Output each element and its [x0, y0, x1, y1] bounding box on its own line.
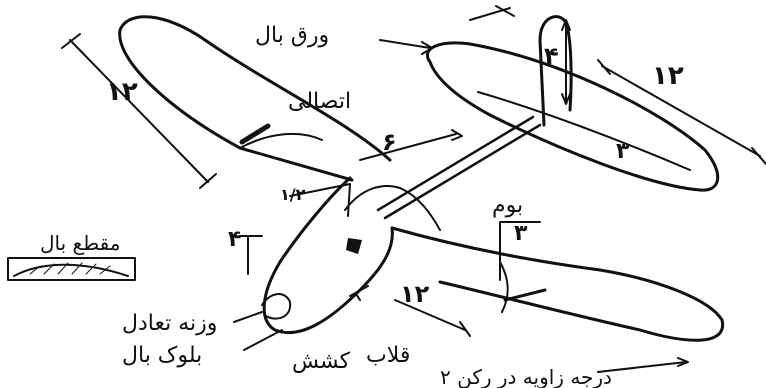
dim-label-nose-length: ۱۲ — [400, 280, 430, 308]
leader-wing-block — [243, 329, 283, 351]
left-wing-joint-bar — [239, 123, 271, 145]
nose-weight — [346, 238, 362, 254]
right-wing-tip-joint — [503, 288, 547, 302]
fin-height-arrow — [561, 19, 571, 105]
left-wing-join-curve — [239, 132, 323, 149]
wing-section-box — [7, 257, 136, 281]
label-joint: اتصالی — [288, 89, 351, 114]
label-wing-block: بلوک بال — [122, 343, 202, 368]
label-elastic: کشش — [292, 349, 351, 374]
dim-label-wing-half-span: ۱۲ — [106, 77, 138, 107]
dim-center-span — [359, 129, 463, 161]
boom — [376, 115, 542, 220]
dim-dihedral — [289, 183, 351, 217]
label-hook: قلاب — [366, 343, 410, 368]
fuselage-outline — [262, 176, 394, 335]
dim-tailplane-span — [597, 59, 766, 165]
tailplane-inner — [477, 91, 691, 171]
dim-root-chord — [239, 235, 263, 275]
fin-outline — [538, 15, 573, 127]
dim-nose-length — [394, 299, 471, 337]
dim-fin-top — [469, 5, 515, 21]
dim-label-center-span: ۶ — [382, 128, 397, 156]
label-incidence: ۲ درجه زاویه در رکن — [440, 365, 612, 388]
dim-label-tail-chord: ۳ — [616, 139, 630, 164]
leader-wing-sheet — [379, 39, 433, 55]
leader-balance-weight — [233, 311, 263, 323]
hook-mark — [349, 285, 369, 301]
label-balance-weight: وزنه تعادل — [122, 311, 217, 336]
wing-section-hatch — [29, 262, 111, 275]
tailplane-outline — [426, 41, 720, 192]
right-wing-tip-curve — [499, 261, 509, 313]
label-wing-section: مقطع بال — [40, 231, 120, 255]
dim-label-fin-height: ۴ — [544, 42, 559, 70]
label-wing-sheet: ورق بال — [255, 23, 329, 48]
leader-incidence — [597, 357, 689, 373]
left-wing-outline — [118, 15, 392, 182]
dim-left-wing-span — [61, 33, 217, 189]
dim-tip-chord — [499, 221, 541, 281]
nose-block — [261, 293, 292, 320]
dim-label-root-chord: ۴ — [228, 227, 241, 252]
fuselage-top-curve — [344, 185, 441, 231]
wing-section-airfoil — [13, 263, 129, 277]
label-boom: بوم — [492, 193, 523, 218]
dim-label-tailplane-span: ۱۲ — [652, 61, 684, 91]
dim-label-dihedral: ۱/۲ — [280, 185, 306, 204]
dim-label-tip-chord: ۳ — [514, 221, 528, 246]
right-wing-outline — [390, 226, 725, 342]
